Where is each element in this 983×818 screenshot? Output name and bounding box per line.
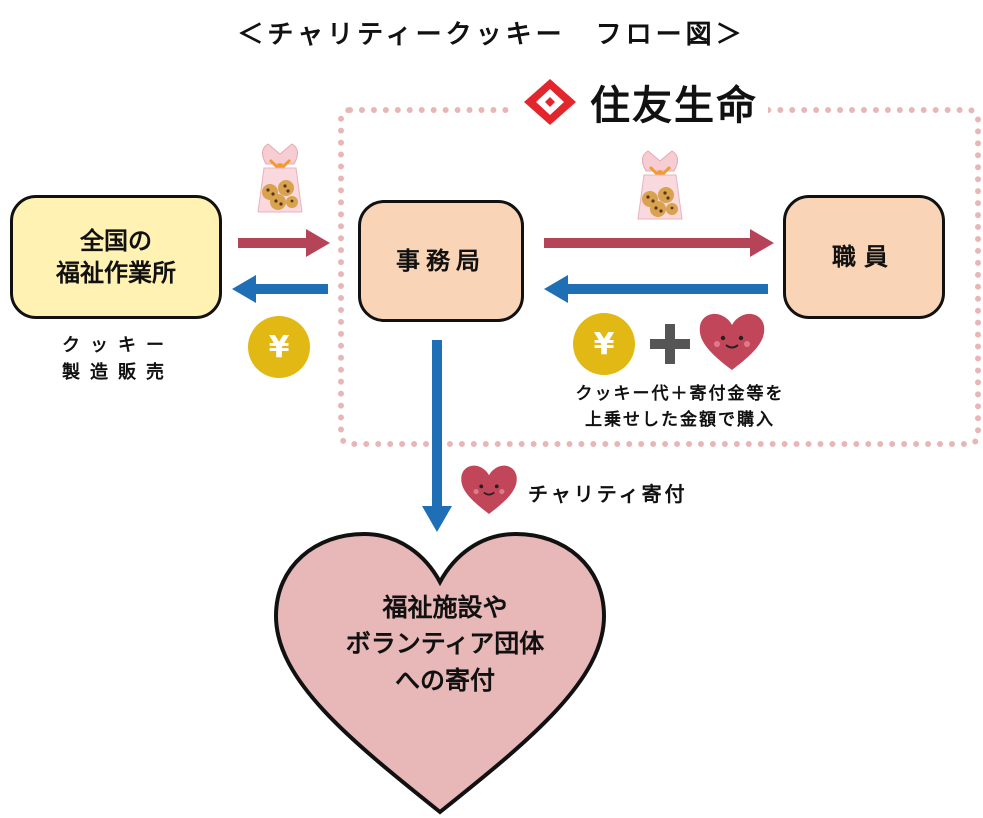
yen-coin-icon: ¥ <box>248 316 310 378</box>
node-secretariat: 事務局 <box>358 200 524 322</box>
arrow-office-to-donation <box>422 340 452 532</box>
cookie-bag-icon <box>257 143 303 213</box>
donation-heart <box>273 531 607 815</box>
employees-label: 職員 <box>832 242 896 271</box>
arrow-staff-to-office <box>544 275 768 303</box>
charity-donation-label: チャリティ寄付 <box>528 482 688 506</box>
donation-line3: への寄付 <box>394 665 495 695</box>
purchase-note-line2: 上乗せした金額で購入 <box>585 410 775 431</box>
node-employees: 職員 <box>783 195 945 319</box>
donation-line2: ボランティア団体 <box>345 629 545 659</box>
purchase-note-line1: クッキー代＋寄付金等を <box>575 384 785 404</box>
welfare-line2: 福祉作業所 <box>56 259 176 287</box>
arrow-office-to-staff <box>544 229 774 257</box>
node-welfare-workshops: 全国の 福祉作業所 <box>10 195 222 319</box>
brand-header: 住友生命 <box>512 76 768 129</box>
smiling-heart-icon <box>699 313 765 370</box>
secretariat-label: 事務局 <box>396 246 486 275</box>
donation-line1: 福祉施設や <box>382 593 508 622</box>
smiling-heart-icon <box>461 465 517 514</box>
plus-icon <box>650 324 690 364</box>
brand-name: 住友生命 <box>590 83 758 129</box>
purchase-note: クッキー代＋寄付金等を 上乗せした金額で購入 <box>520 381 840 434</box>
yen-coin-icon: ¥ <box>573 313 635 375</box>
welfare-line1: 全国の <box>80 226 152 255</box>
yen-symbol: ¥ <box>593 326 615 362</box>
donation-target-text: 福祉施設や ボランティア団体 への寄付 <box>290 590 600 699</box>
cookie-production-note: クッキー 製造販売 <box>18 332 218 386</box>
sumitomo-logo-icon <box>524 79 576 125</box>
diagram-title: ＜チャリティークッキー フロー図＞ <box>237 20 746 50</box>
yen-symbol: ¥ <box>268 329 290 365</box>
cookie-note-line1: クッキー <box>62 335 174 356</box>
arrow-office-to-welfare <box>232 275 328 303</box>
cookie-note-line2: 製造販売 <box>62 362 174 383</box>
cookie-bag-icon <box>637 150 683 220</box>
arrow-welfare-to-office <box>238 229 330 257</box>
